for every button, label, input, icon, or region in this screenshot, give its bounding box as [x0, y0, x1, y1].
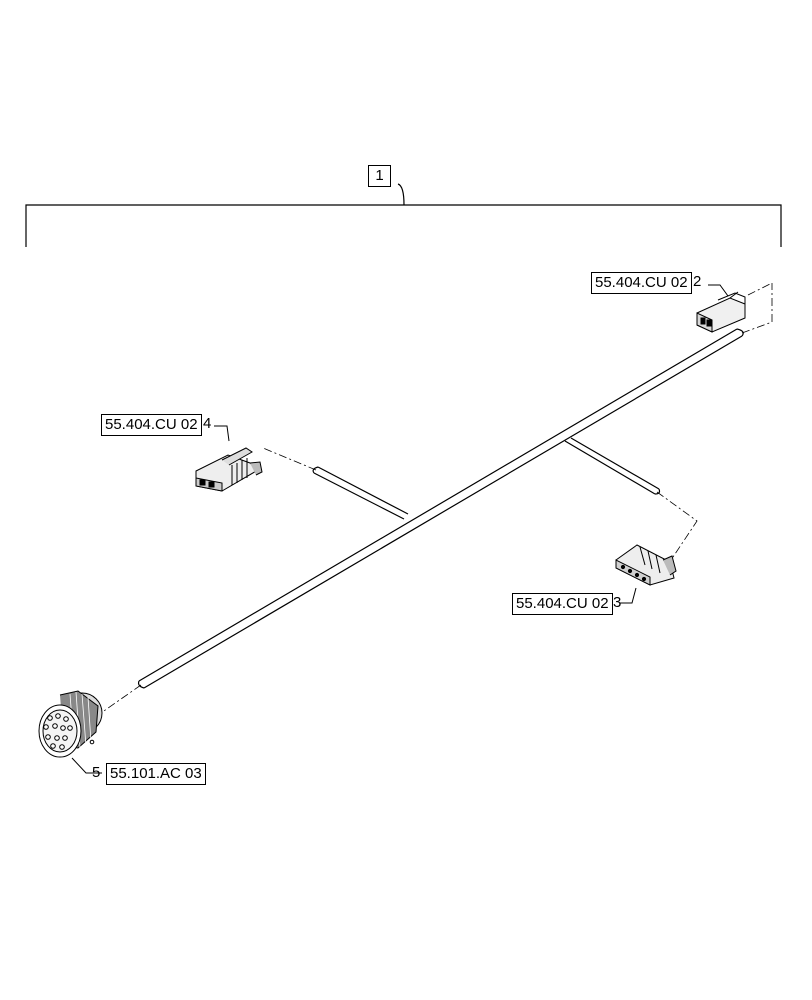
connector-4-icon	[195, 447, 263, 492]
callout-ref-4[interactable]: 55.404.CU 02	[101, 414, 202, 436]
callout-ref-5[interactable]: 55.101.AC 03	[106, 763, 206, 785]
callout-item-4: 4	[203, 415, 212, 432]
callout-ref-3[interactable]: 55.404.CU 02	[512, 593, 613, 615]
callout-leaders	[71, 284, 729, 774]
connector-3-icon	[615, 544, 677, 586]
connector-2-icon	[696, 291, 746, 333]
assembly-bracket	[25, 183, 782, 247]
center-lines	[100, 282, 773, 714]
assembly-callout: 1	[368, 165, 391, 187]
connector-5-icon	[38, 690, 103, 758]
callout-item-3: 3	[613, 594, 622, 611]
callout-item-5: 5	[92, 764, 101, 781]
callout-ref-2[interactable]: 55.404.CU 02	[591, 272, 692, 294]
harness-cable	[137, 328, 744, 689]
callout-item-2: 2	[693, 273, 702, 290]
